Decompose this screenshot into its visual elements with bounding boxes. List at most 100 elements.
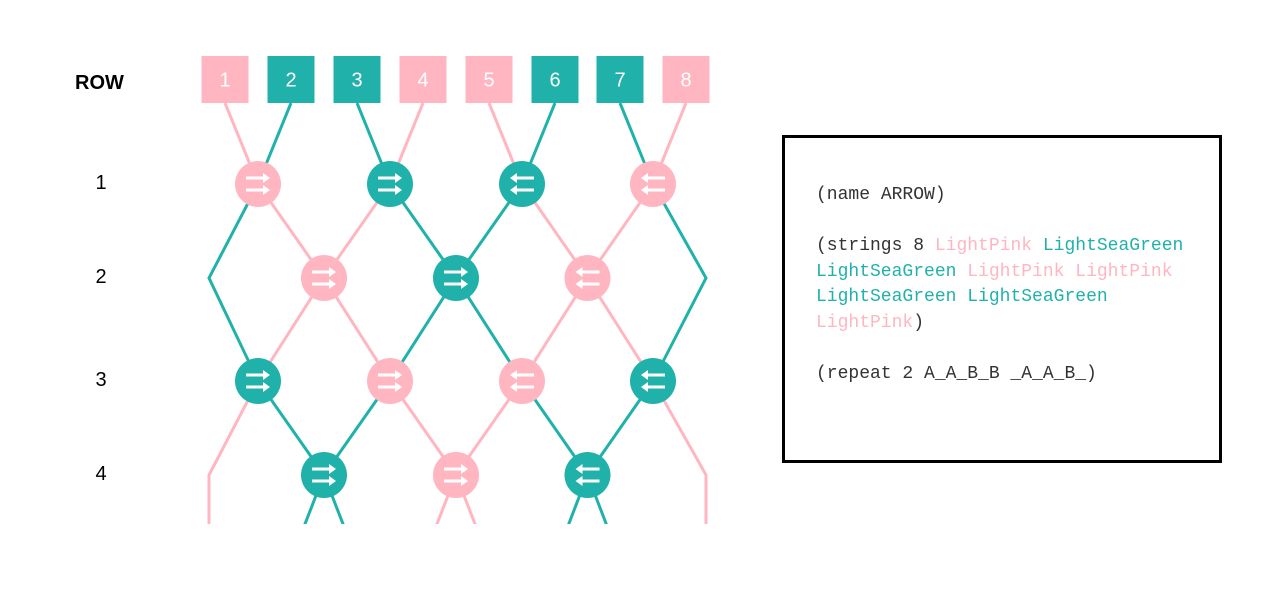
arrowhead-icon [461, 279, 468, 289]
knot [367, 161, 413, 207]
row-label: 3 [95, 369, 107, 391]
arrowhead-icon [510, 185, 517, 195]
string-color-name: LightPink [1075, 261, 1173, 282]
string-color-name: LightSeaGreen [967, 287, 1108, 307]
arrowhead-icon [575, 476, 583, 486]
string-color-name: LightSeaGreen [816, 287, 957, 307]
strand [487, 102, 708, 524]
arrowhead-icon [575, 267, 583, 277]
string-header-box [662, 56, 710, 103]
arrowhead-icon [575, 464, 583, 474]
string-header: 4 [399, 56, 447, 103]
arrowhead-icon [263, 370, 270, 380]
string-headers: 1 2 3 4 5 6 7 8 [201, 56, 710, 103]
arrowhead-icon [395, 382, 402, 392]
string-header-box [465, 56, 513, 103]
string-header-box [596, 56, 644, 103]
knot-circle [564, 452, 611, 498]
knot [564, 255, 611, 301]
knot-circle [433, 255, 479, 301]
pattern-name-line: (name ARROW) [816, 185, 946, 205]
arrowhead-icon [510, 173, 517, 183]
arrowhead-icon [641, 382, 648, 392]
string-header: 2 [267, 56, 315, 103]
string-color-name: LightSeaGreen [816, 261, 957, 282]
knot [499, 161, 545, 207]
pattern-strings-line: (strings 8 LightPink LightSeaGreen Light… [816, 236, 1184, 333]
knot-circle [630, 358, 676, 404]
arrowhead-icon [395, 370, 402, 380]
string-header-label: 8 [680, 70, 691, 92]
arrowhead-icon [510, 382, 517, 392]
strand [207, 102, 425, 524]
knot [301, 255, 347, 301]
knot [630, 358, 676, 404]
string-header-label: 1 [219, 70, 230, 92]
string-header-box [201, 56, 249, 103]
knot-circle [301, 452, 347, 498]
knot [564, 452, 611, 498]
arrowhead-icon [461, 476, 468, 486]
string-header-label: 6 [549, 70, 560, 92]
arrowhead-icon [395, 173, 402, 183]
arrowhead-icon [461, 267, 468, 277]
knot [301, 452, 347, 498]
string-header-box [399, 56, 447, 103]
string-color-name: LightPink [967, 261, 1065, 282]
string-header-label: 7 [614, 70, 625, 92]
knot-circle [235, 358, 281, 404]
arrowhead-icon [575, 279, 583, 289]
string-color-name: LightPink [934, 236, 1033, 256]
string-header: 6 [531, 56, 579, 103]
knot-circle [367, 358, 413, 404]
string-header: 1 [201, 56, 249, 103]
knot-circle [499, 358, 545, 404]
string-header: 8 [662, 56, 710, 103]
string-header-label: 4 [417, 70, 428, 92]
knot [630, 161, 676, 207]
arrowhead-icon [641, 173, 648, 183]
row-label: 1 [95, 172, 107, 194]
string-header: 3 [333, 56, 381, 103]
knot-circle [367, 161, 413, 207]
knot-circle [499, 161, 545, 207]
string-header-label: 5 [483, 70, 494, 92]
knot [367, 358, 413, 404]
string-header-box [333, 56, 381, 103]
string-header-label: 3 [351, 70, 362, 92]
knot [499, 358, 545, 404]
pattern-info-box: (name ARROW) (strings 8 LightPink LightS… [782, 135, 1222, 463]
knot [433, 452, 479, 498]
arrowhead-icon [641, 370, 648, 380]
knot-circle [301, 255, 347, 301]
string-header: 5 [465, 56, 513, 103]
arrowhead-icon [329, 476, 336, 486]
row-label: 2 [95, 266, 107, 288]
knot [433, 255, 479, 301]
pattern-repeat-line: (repeat 2 A_A_B_B _A_A_B_) [816, 363, 1097, 384]
knot [235, 358, 281, 404]
arrowhead-icon [329, 267, 336, 277]
knot [235, 161, 281, 207]
arrowhead-icon [329, 464, 336, 474]
knot-circle [235, 161, 281, 207]
arrowhead-icon [461, 464, 468, 474]
row-label: 4 [95, 463, 107, 485]
string-header: 7 [596, 56, 644, 103]
string-header-label: 2 [285, 70, 296, 92]
row-header: ROW [75, 72, 124, 94]
pattern-name: ARROW [880, 185, 935, 205]
knot-circle [433, 452, 479, 498]
string-color-name: LightPink [816, 312, 914, 333]
string-color-name: LightSeaGreen [1042, 236, 1184, 256]
knot-circle [564, 255, 611, 301]
knots [235, 161, 676, 498]
arrowhead-icon [263, 173, 270, 183]
string-header-box [267, 56, 315, 103]
knot-circle [630, 161, 676, 207]
arrowhead-icon [263, 382, 270, 392]
arrowhead-icon [510, 370, 517, 380]
string-header-box [531, 56, 579, 103]
arrowhead-icon [395, 185, 402, 195]
